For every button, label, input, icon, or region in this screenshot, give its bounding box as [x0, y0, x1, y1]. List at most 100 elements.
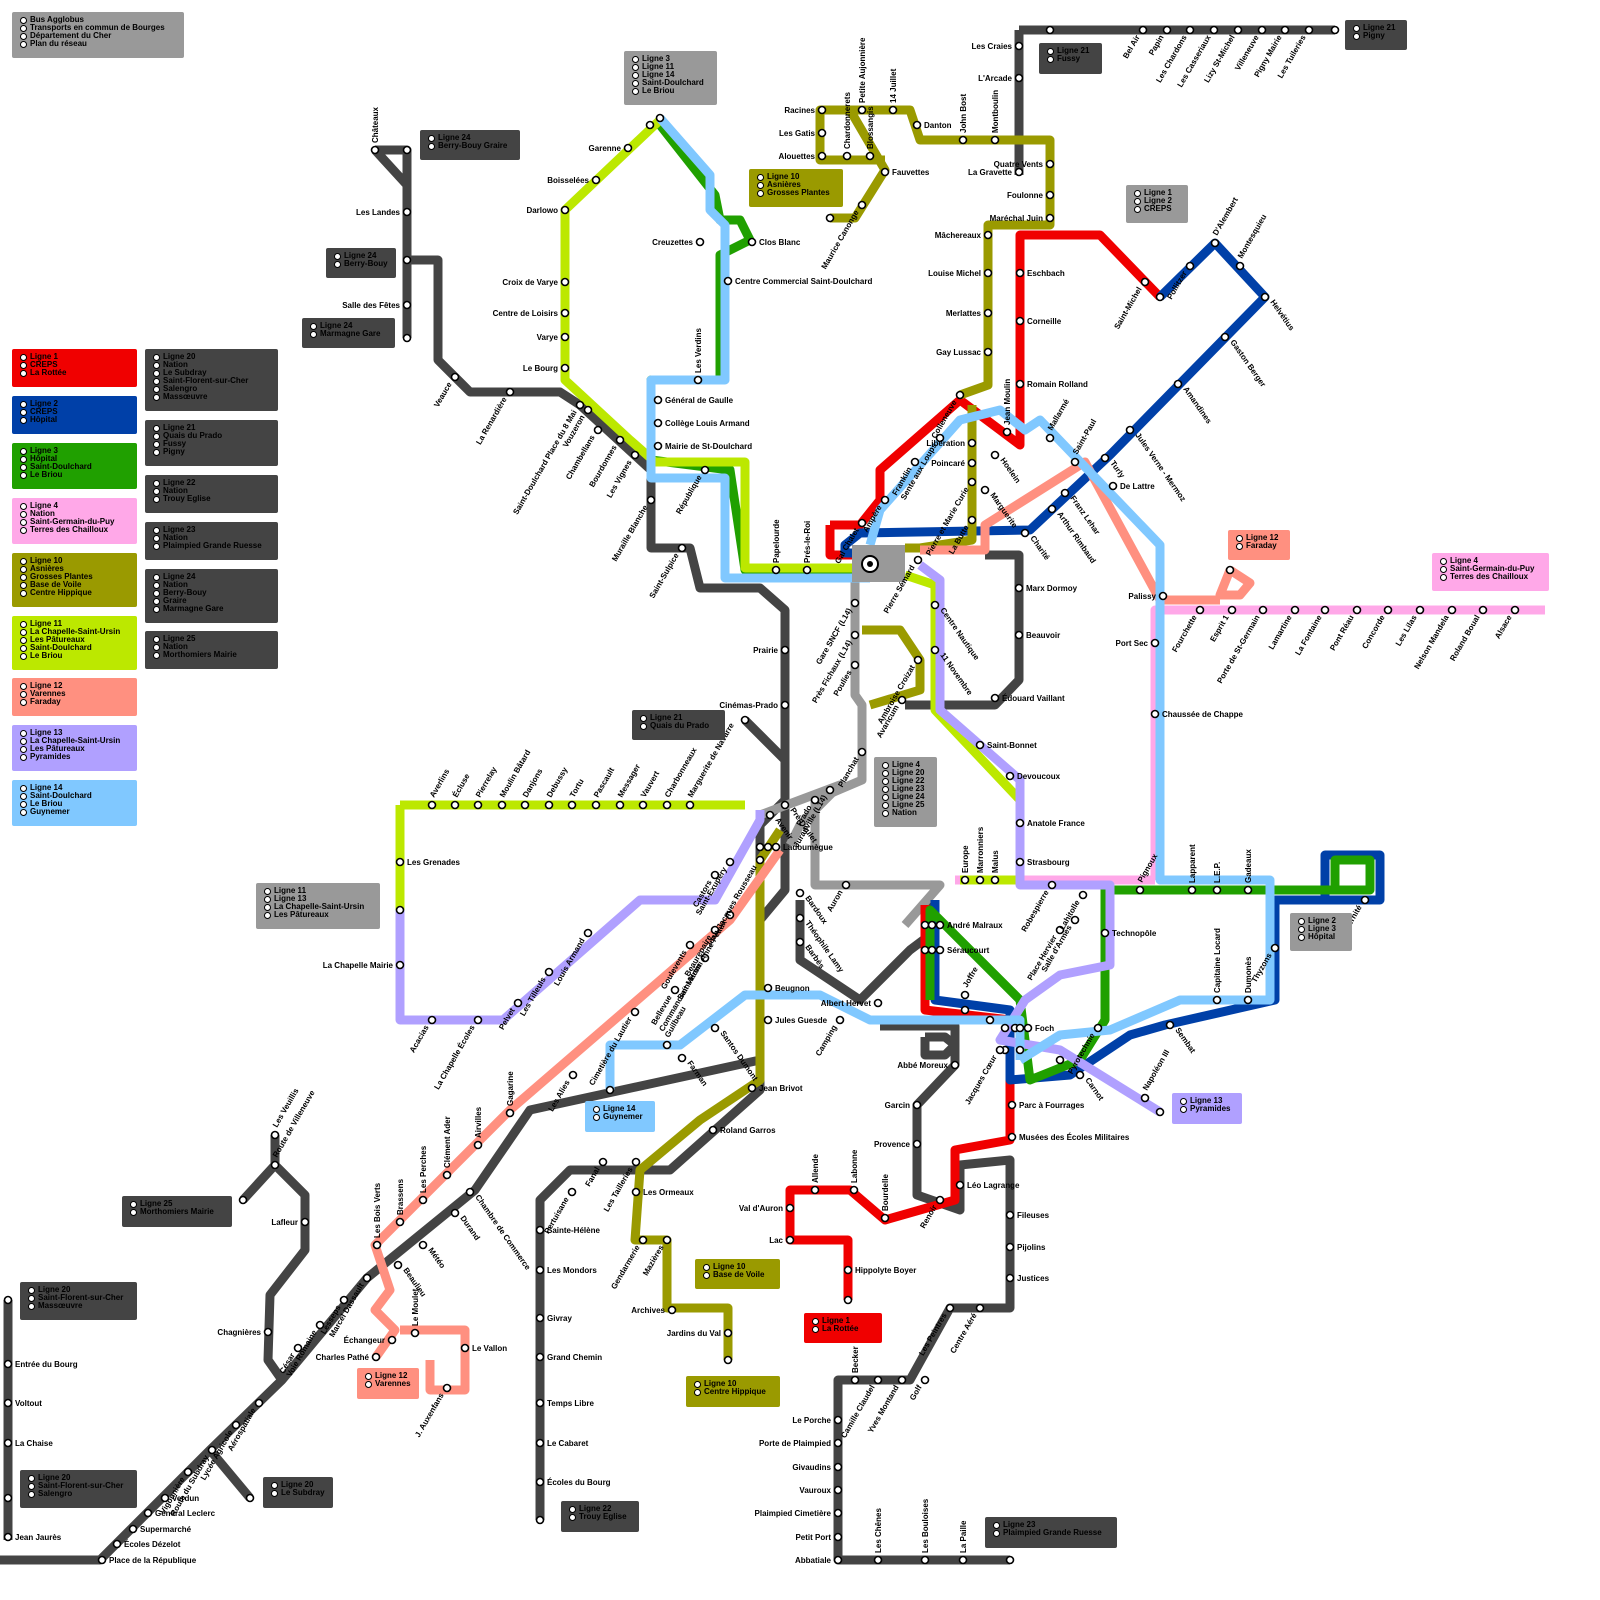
station-stop-gal-chalet[interactable]	[857, 518, 867, 528]
station-stop-blossangis[interactable]	[865, 151, 875, 161]
station-stop-la-chapelle-mairie[interactable]	[395, 960, 405, 970]
station-stop-marechal-juin[interactable]	[1045, 213, 1055, 223]
station-stop-saint-sulpice[interactable]	[677, 543, 687, 553]
station-stop-muraille-blanche[interactable]	[646, 495, 656, 505]
station-stop-les-craies[interactable]	[1014, 41, 1024, 51]
station-stop-brassens[interactable]	[395, 1217, 405, 1227]
station-stop-avenir[interactable]	[765, 810, 775, 820]
station-stop-petit-port[interactable]	[833, 1532, 843, 1542]
station-stop-chambre-de-commerce[interactable]	[465, 1187, 475, 1197]
station-stop-saint-paul[interactable]	[1070, 457, 1080, 467]
station-stop-lac[interactable]	[785, 1235, 795, 1245]
station-stop-verdun[interactable]	[160, 1493, 170, 1503]
station-stop-creuzettes[interactable]	[695, 237, 705, 247]
station-stop-chaussee-de-chappe[interactable]	[1150, 709, 1160, 719]
station-stop-golf[interactable]	[920, 1375, 930, 1385]
station-stop-foch[interactable]	[1023, 1023, 1033, 1033]
station-stop-11-novembre[interactable]	[930, 645, 940, 655]
station-stop-abbe-moreux[interactable]	[950, 1060, 960, 1070]
station-stop-acacias[interactable]	[427, 1015, 437, 1025]
station-stop-garcin[interactable]	[912, 1100, 922, 1110]
station-stop-louis-armand[interactable]	[583, 928, 593, 938]
station-stop-papin[interactable]	[1162, 25, 1172, 35]
station-stop-avaricum[interactable]	[897, 695, 907, 705]
station-stop-les-bouloises[interactable]	[920, 1555, 930, 1565]
station-stop-roland-boual[interactable]	[1478, 605, 1488, 615]
station-stop-veauce[interactable]	[450, 372, 460, 382]
station-stop-voltout[interactable]	[3, 1398, 13, 1408]
station-stop-helvetius[interactable]	[1260, 292, 1270, 302]
station-stop-alouettes[interactable]	[817, 151, 827, 161]
station-stop-maurice-canonge[interactable]	[857, 200, 867, 210]
station-stop-general-leclerc[interactable]	[143, 1508, 153, 1518]
station-stop-amandines[interactable]	[1173, 379, 1183, 389]
station-stop-joffre[interactable]	[960, 990, 970, 1000]
station-stop-clement-ader[interactable]	[442, 1170, 452, 1180]
station-stop-palissy[interactable]	[1158, 591, 1168, 601]
station-stop-bourdonnes[interactable]	[615, 435, 625, 445]
station-stop-gaston-berger[interactable]	[1220, 332, 1230, 342]
station-stop-parc-a-fourrages[interactable]	[1007, 1100, 1017, 1110]
station-stop-saint-michel[interactable]	[1140, 277, 1150, 287]
station-stop-charbonneaux[interactable]	[662, 800, 672, 810]
station-stop-fauvettes[interactable]	[880, 167, 890, 177]
station-stop-dumones[interactable]	[1243, 995, 1253, 1005]
station-stop-temps-libre[interactable]	[535, 1398, 545, 1408]
station-stop-marcel-dassault[interactable]	[362, 1273, 372, 1283]
station-stop-croix-de-varye[interactable]	[560, 277, 570, 287]
station-stop-pres-fichaux-l14[interactable]	[850, 630, 860, 640]
station-stop-archives[interactable]	[667, 1305, 677, 1315]
station-stop-liberation[interactable]	[967, 438, 977, 448]
station-stop-papelourde[interactable]	[771, 565, 781, 575]
station-stop-port-sec[interactable]	[1150, 638, 1160, 648]
station-stop-pollitzer[interactable]	[1185, 261, 1195, 271]
nation-hub[interactable]	[852, 545, 905, 582]
station-stop-commandant-martin[interactable]	[700, 953, 710, 963]
station-stop-fourchette[interactable]	[1195, 605, 1205, 615]
station-stop-esprit-1[interactable]	[1227, 605, 1237, 615]
station-stop-grand-chemin[interactable]	[535, 1352, 545, 1362]
station-stop-averlins[interactable]	[427, 800, 437, 810]
station-stop-general-de-gaulle[interactable]	[653, 395, 663, 405]
station-stop-corneille[interactable]	[1015, 316, 1025, 326]
station-stop-jules-guesde[interactable]	[763, 1015, 773, 1025]
station-stop-les-lilas[interactable]	[1415, 605, 1425, 615]
station-stop-le-porche[interactable]	[833, 1415, 843, 1425]
station-stop-john-bost[interactable]	[958, 135, 968, 145]
station-stop-les-mondors[interactable]	[535, 1265, 545, 1275]
station-stop-place-hervier[interactable]	[1055, 925, 1065, 935]
station-stop-prado[interactable]	[810, 795, 820, 805]
station-stop-centre-aere[interactable]	[975, 1303, 985, 1313]
station-stop-les-chardons[interactable]	[1185, 25, 1195, 35]
station-stop-pierre-semard[interactable]	[913, 555, 923, 565]
station-stop-hoelein[interactable]	[990, 450, 1000, 460]
station-stop-saint-doulchard-place-du-8-mai[interactable]	[575, 400, 585, 410]
station-stop-pertuisane[interactable]	[567, 1187, 577, 1197]
station-stop-durand[interactable]	[450, 1208, 460, 1218]
station-stop-lesseps[interactable]	[339, 1295, 349, 1305]
station-stop-centre-nautique[interactable]	[930, 600, 940, 610]
station-stop-napoleon-iii[interactable]	[1140, 1093, 1150, 1103]
station-stop-bellevue[interactable]	[670, 985, 680, 995]
station-stop-les-landes[interactable]	[402, 207, 412, 217]
station-stop-route-du-subdray[interactable]	[207, 1445, 217, 1455]
station-stop-d-alembert[interactable]	[1210, 238, 1220, 248]
station-stop-romain-rolland[interactable]	[1015, 379, 1025, 389]
station-stop-darlowo[interactable]	[560, 205, 570, 215]
station-stop-fileuses[interactable]	[1005, 1210, 1015, 1220]
station-stop-goulevents[interactable]	[685, 940, 695, 950]
station-stop-pascault[interactable]	[591, 800, 601, 810]
station-stop-la-chaise[interactable]	[3, 1438, 13, 1448]
station-stop-les-tailleries[interactable]	[631, 1157, 641, 1167]
station-stop-clos-blanc[interactable]	[747, 237, 757, 247]
station-stop-la-chapelle-ecoles[interactable]	[473, 1015, 483, 1025]
station-stop-guilbeau[interactable]	[662, 1040, 672, 1050]
station-stop-mairie-de-st-doulchard[interactable]	[653, 441, 663, 451]
station-stop-supermarche[interactable]	[128, 1524, 138, 1534]
station-stop-camping[interactable]	[835, 1015, 845, 1025]
station-stop-les-gatis[interactable]	[817, 128, 827, 138]
station-stop-vauvert[interactable]	[638, 800, 648, 810]
station-stop-devoucoux[interactable]	[1005, 771, 1015, 781]
station-stop-ecoles-du-bourg[interactable]	[535, 1477, 545, 1487]
station-stop-pre-doulet[interactable]	[780, 800, 790, 810]
